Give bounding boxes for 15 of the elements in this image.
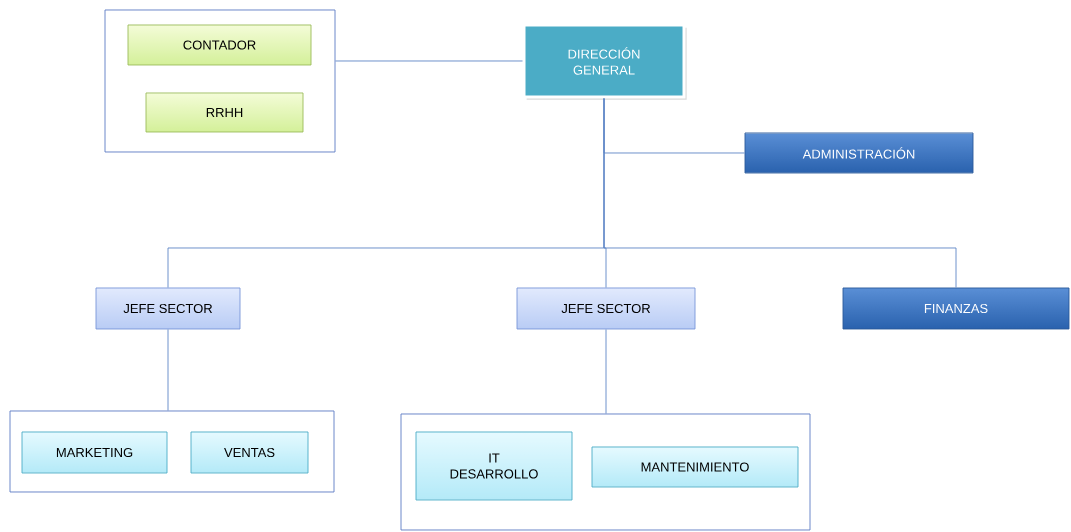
connector-line xyxy=(335,60,523,62)
org-box: VENTAS xyxy=(190,431,309,474)
org-box: MARKETING xyxy=(21,431,168,474)
org-box: RRHH xyxy=(145,92,304,133)
org-box: JEFE SECTOR xyxy=(95,287,241,330)
connector-line xyxy=(167,329,169,411)
org-box: JEFE SECTOR xyxy=(516,287,696,330)
connector-line xyxy=(605,329,607,414)
org-box: MANTENIMIENTO xyxy=(591,446,799,488)
org-box: DIRECCIÓN GENERAL xyxy=(522,23,687,100)
org-box: FINANZAS xyxy=(842,287,1070,330)
connector-line xyxy=(603,98,957,288)
org-box: CONTADOR xyxy=(127,24,312,66)
org-box: IT DESARROLLO xyxy=(415,431,573,501)
org-box: ADMINISTRACIÓN xyxy=(744,132,974,174)
